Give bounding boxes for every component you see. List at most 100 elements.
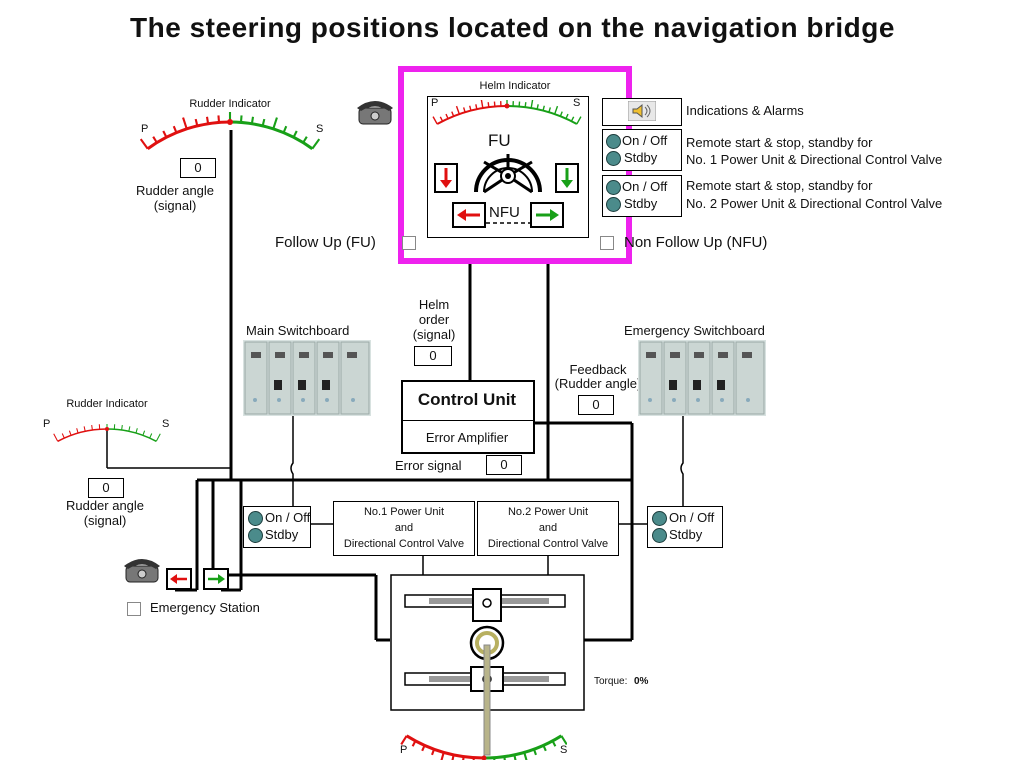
fu-stbd-arrow-button[interactable] xyxy=(555,163,579,193)
remote-unit1-stdby-button[interactable] xyxy=(606,151,621,166)
fu-port-arrow-button[interactable] xyxy=(434,163,458,193)
indications-alarms-label: Indications & Alarms xyxy=(686,103,804,118)
scale-tick xyxy=(121,424,123,431)
rudder-indicator-top-gauge xyxy=(140,112,320,150)
scale-tick xyxy=(503,756,506,760)
rudder-angle-top-value: 0 xyxy=(180,158,216,178)
scale-tick xyxy=(432,116,438,125)
remote-unit1-stdby-label: Stdby xyxy=(624,150,658,165)
power-unit-2-line2: and xyxy=(538,522,558,534)
remote-unit1-onoff-button[interactable] xyxy=(606,134,621,149)
bottom-scale-port: P xyxy=(400,744,408,756)
non-follow-up-checkbox[interactable] xyxy=(600,236,614,250)
remote-unit1-desc2: No. 1 Power Unit & Directional Control V… xyxy=(686,152,943,167)
remote-unit2-stdby-button[interactable] xyxy=(606,197,621,212)
scale-tick xyxy=(68,430,72,436)
non-follow-up-label: Non Follow Up (NFU) xyxy=(624,234,768,251)
scale-tick xyxy=(205,116,210,124)
scale-tick xyxy=(523,752,528,760)
helm-port-label: P xyxy=(431,97,439,109)
local-ctrl-2-stdby-button[interactable] xyxy=(652,528,667,543)
scale-tick xyxy=(292,130,298,138)
scale-tick xyxy=(439,116,444,122)
scale-tick xyxy=(576,116,582,125)
emergency-switchboard-image[interactable] xyxy=(638,340,766,416)
scale-tick xyxy=(135,428,138,434)
scale-tick xyxy=(61,433,65,439)
scale-tick xyxy=(524,102,527,108)
page-title: The steering positions located on the na… xyxy=(130,12,895,43)
error-signal-label: Error signal xyxy=(395,458,462,473)
helm-indicator-label: Helm Indicator xyxy=(479,80,551,92)
telephone-icon[interactable] xyxy=(122,556,162,584)
scale-tick xyxy=(76,428,79,434)
emergency-port-arrow-button[interactable] xyxy=(166,568,192,590)
scale-arc xyxy=(57,428,108,442)
emergency-station-checkbox[interactable] xyxy=(127,602,141,616)
scale-tick xyxy=(272,117,278,130)
scale-arc xyxy=(146,120,231,150)
control-unit-box xyxy=(401,380,535,454)
scale-tick xyxy=(140,138,149,150)
helm-fu-label: FU xyxy=(488,131,511,150)
scale-tick xyxy=(431,748,436,756)
rudder-indicator-left-stbd: S xyxy=(162,418,170,430)
speaker-icon[interactable] xyxy=(628,101,656,121)
feedback-value: 0 xyxy=(578,395,614,415)
local-ctrl-2-onoff-button[interactable] xyxy=(652,511,667,526)
nfu-port-arrow-button[interactable] xyxy=(452,202,486,228)
scale-tick xyxy=(487,102,490,108)
power-unit-2-box[interactable] xyxy=(477,501,619,556)
nfu-stbd-arrow-button[interactable] xyxy=(530,202,564,228)
scale-tick xyxy=(311,138,320,150)
rudder-angle-top-caption2: (signal) xyxy=(153,198,197,213)
scale-tick xyxy=(455,105,460,115)
scale-tick xyxy=(411,740,417,747)
scale-tick xyxy=(53,433,59,442)
scale-tick xyxy=(400,735,408,746)
helm-scale xyxy=(432,100,582,125)
scale-tick xyxy=(421,744,426,752)
scale-tick xyxy=(282,125,288,134)
scale-arc xyxy=(229,120,314,150)
telephone-icon[interactable] xyxy=(355,98,395,126)
error-amplifier-label: Error Amplifier xyxy=(425,430,509,445)
emergency-station-label: Emergency Station xyxy=(150,600,260,615)
scale-tick xyxy=(155,433,161,442)
scale-tick xyxy=(462,107,466,113)
scale-tick xyxy=(480,100,484,109)
power-unit-2-line1: No.2 Power Unit xyxy=(507,506,589,518)
scale-tick xyxy=(149,433,153,439)
scale-tick xyxy=(250,116,255,124)
scale-arc xyxy=(405,734,485,760)
emergency-stbd-arrow-button[interactable] xyxy=(203,568,229,590)
scale-tick xyxy=(445,113,449,119)
helm-nfu-label: NFU xyxy=(489,204,520,221)
rudder-angle-left-caption2: (signal) xyxy=(83,513,127,528)
scale-tick xyxy=(162,130,168,138)
rudder-angle-left-caption1: Rudder angle xyxy=(65,498,145,513)
local-ctrl-1-stdby-button[interactable] xyxy=(248,528,263,543)
remote-unit2-desc1: Remote start & stop, standby for xyxy=(686,178,873,193)
local-ctrl-1-stdby-label: Stdby xyxy=(265,527,299,542)
scale-tick xyxy=(475,104,478,110)
scale-tick xyxy=(194,118,199,127)
local-ctrl-1-onoff-button[interactable] xyxy=(248,511,263,526)
remote-unit1-onoff-label: On / Off xyxy=(622,133,668,148)
main-switchboard-image[interactable] xyxy=(243,340,371,416)
scale-arc xyxy=(106,428,157,442)
local-ctrl-2-onoff-label: On / Off xyxy=(669,510,715,525)
follow-up-checkbox[interactable] xyxy=(402,236,416,250)
helm-wheel-icon[interactable] xyxy=(470,148,546,204)
helm-order-line3: (signal) xyxy=(412,327,456,342)
scale-tick xyxy=(530,100,534,109)
scale-tick xyxy=(570,116,575,122)
scale-tick xyxy=(548,107,552,113)
scale-tick xyxy=(469,105,472,111)
power-unit-1-box[interactable] xyxy=(333,501,475,556)
remote-unit2-onoff-button[interactable] xyxy=(606,180,621,195)
scale-tick xyxy=(142,430,146,436)
scale-tick xyxy=(239,115,243,123)
torque-value: 0% xyxy=(634,676,649,687)
